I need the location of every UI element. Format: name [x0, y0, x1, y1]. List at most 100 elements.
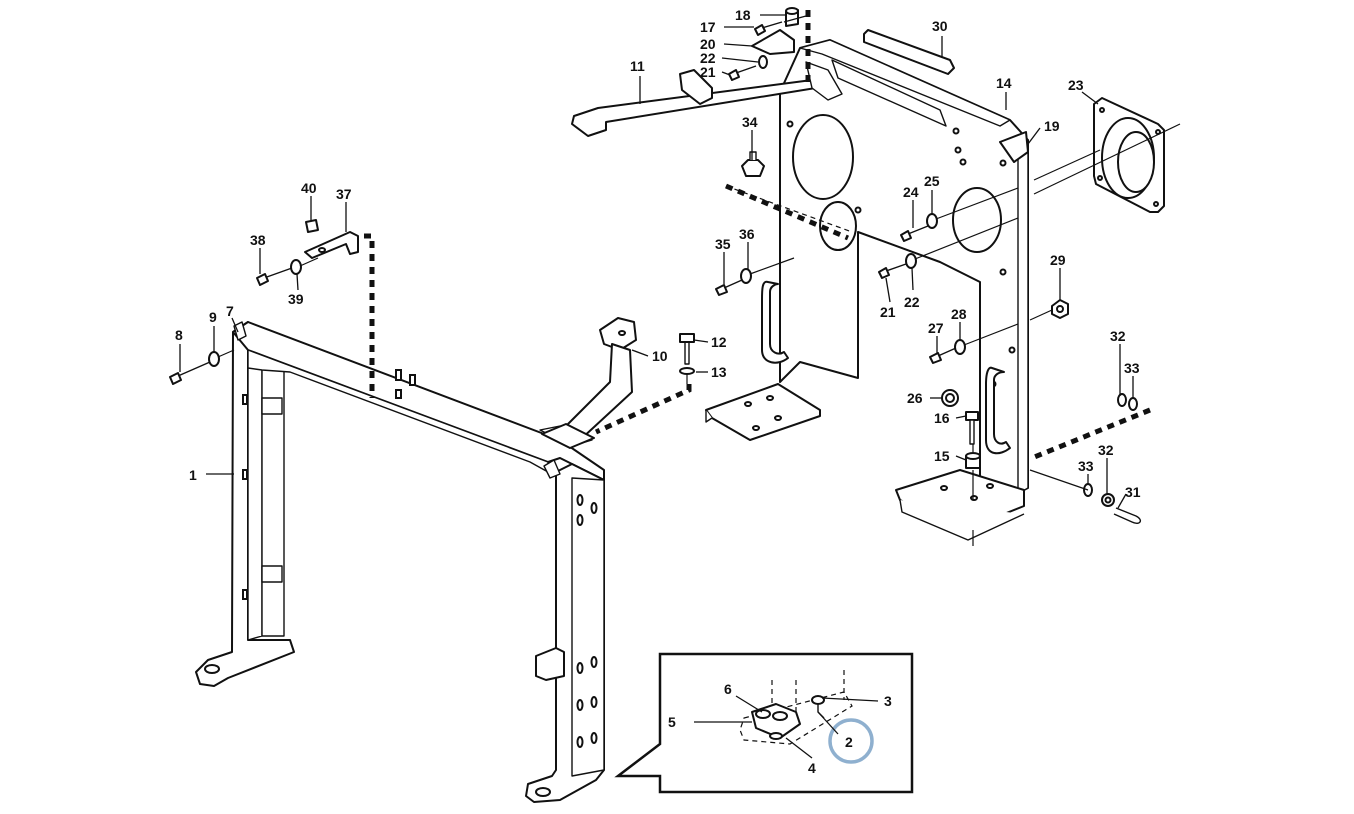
support-bar-11-body: [571, 79, 829, 137]
washer-36: [740, 268, 752, 284]
fan-plate-23-ring-inner: [1117, 131, 1155, 193]
callout-labels: 1 2 3 4 5 6 7 8 9 10 11 12 13 14 15 16 1…: [175, 7, 1141, 776]
handle-right-body: [985, 366, 1011, 455]
axis-bolt-35: [749, 257, 795, 275]
leg-hole: [590, 732, 598, 744]
handle-right: [985, 366, 1011, 455]
callout-33-top: 33: [1124, 360, 1140, 376]
corner-bracket-part-19: [999, 131, 1029, 163]
frame-left-leg-channel: [261, 335, 285, 637]
bolt-21-top-shank: [735, 65, 757, 74]
callout-33-bottom: 33: [1078, 458, 1094, 474]
callout-4: 4: [808, 760, 816, 776]
callout-29: 29: [1050, 252, 1066, 268]
callout-11: 11: [630, 58, 645, 74]
axis-fan-plate: [1033, 123, 1181, 195]
inset-foot-washer: [769, 732, 783, 740]
floor-plate-hole: [766, 395, 774, 401]
bolt-27-head: [929, 352, 942, 364]
callout-19: 19: [1044, 118, 1060, 134]
fan-plate-hole: [1153, 201, 1159, 207]
washer-part-32-top: [1117, 393, 1127, 407]
nut-part-32-bottom: [1101, 493, 1115, 507]
frame-corner-bracket-left: [233, 321, 247, 341]
panel-hole: [954, 146, 962, 154]
bolt-21-top-head: [728, 69, 740, 81]
bracket-37-hole: [318, 247, 326, 253]
panel-hole: [786, 120, 794, 128]
inset-bolt-a: [755, 709, 771, 719]
washer-32-top: [1117, 393, 1127, 407]
brace-10-hole: [618, 330, 626, 336]
fan-plate-part-23: [1093, 97, 1165, 213]
main-frame-part-1: [195, 321, 605, 803]
rear-panel-part-14: [779, 39, 1029, 501]
floor-plate-hole: [752, 425, 760, 431]
callout-5: 5: [668, 714, 676, 730]
beam-slot-b: [409, 374, 416, 386]
bolt-part-21-mid: [878, 263, 907, 279]
nut-32-bottom-hole: [1104, 496, 1112, 504]
strip-part-30: [863, 29, 955, 75]
bolt-16-head: [965, 411, 979, 421]
callout-30: 30: [932, 18, 948, 34]
bolt-16-shank: [969, 419, 975, 445]
leader-31: [1117, 493, 1127, 509]
leg-hole: [576, 662, 584, 674]
callout-1: 1: [189, 467, 197, 483]
leader-6: [735, 695, 763, 713]
callout-9: 9: [209, 309, 217, 325]
callout-34: 34: [742, 114, 758, 130]
link-pin-31: [1031, 407, 1151, 461]
link-bolt-12-to-brace: [594, 384, 692, 435]
frame-corner-bracket-right: [543, 459, 561, 479]
axis-bolt-24: [935, 187, 1019, 220]
frame-right-leg-clamp: [535, 647, 565, 681]
nut-part-26: [941, 389, 959, 407]
leg-hole: [576, 514, 584, 526]
callout-16: 16: [934, 410, 950, 426]
washer-part-22-mid: [905, 253, 917, 269]
washer-25: [926, 213, 938, 229]
mount-34-body: [741, 159, 765, 177]
washer-22-mid: [905, 253, 917, 269]
leader-3: [821, 697, 879, 702]
floor-plate-hole: [774, 415, 782, 421]
bolt-24-shank: [907, 225, 929, 235]
callout-22-mid: 22: [904, 294, 920, 310]
leader-21a: [721, 71, 731, 76]
frame-top-beam-side: [247, 349, 549, 473]
beam-slot-c: [395, 389, 402, 399]
brace-10-lower-plate: [541, 423, 595, 449]
callout-35: 35: [715, 236, 731, 252]
callout-12: 12: [711, 334, 727, 350]
washer-28: [954, 339, 966, 355]
frame-top-beam: [232, 321, 605, 481]
callout-38: 38: [250, 232, 266, 248]
callout-14: 14: [996, 75, 1012, 91]
floor-plate-hole: [986, 483, 994, 489]
washer-13: [679, 367, 695, 375]
leg-hole: [576, 494, 584, 506]
plate-20-body: [751, 29, 795, 55]
callout-37: 37: [336, 186, 352, 202]
link-mount-34: [725, 183, 849, 241]
callout-7: 7: [226, 303, 234, 319]
callout-28: 28: [951, 306, 967, 322]
callout-15: 15: [934, 448, 950, 464]
callout-32-bottom: 32: [1098, 442, 1114, 458]
leader-4: [785, 737, 813, 759]
spacer-part-15: [965, 452, 981, 469]
callout-8: 8: [175, 327, 183, 343]
washer-39: [290, 259, 302, 275]
corner-bracket-19-body: [999, 131, 1029, 163]
rear-panel-14-top-flange: [799, 39, 1011, 127]
callout-18: 18: [735, 7, 751, 23]
leader-23: [1081, 91, 1099, 105]
bolt-24-head: [900, 230, 912, 242]
washer-part-13: [679, 367, 695, 375]
bolt-35-shank: [723, 279, 743, 289]
bolt-part-17: [754, 21, 783, 36]
axis-nut-29: [1029, 309, 1053, 321]
